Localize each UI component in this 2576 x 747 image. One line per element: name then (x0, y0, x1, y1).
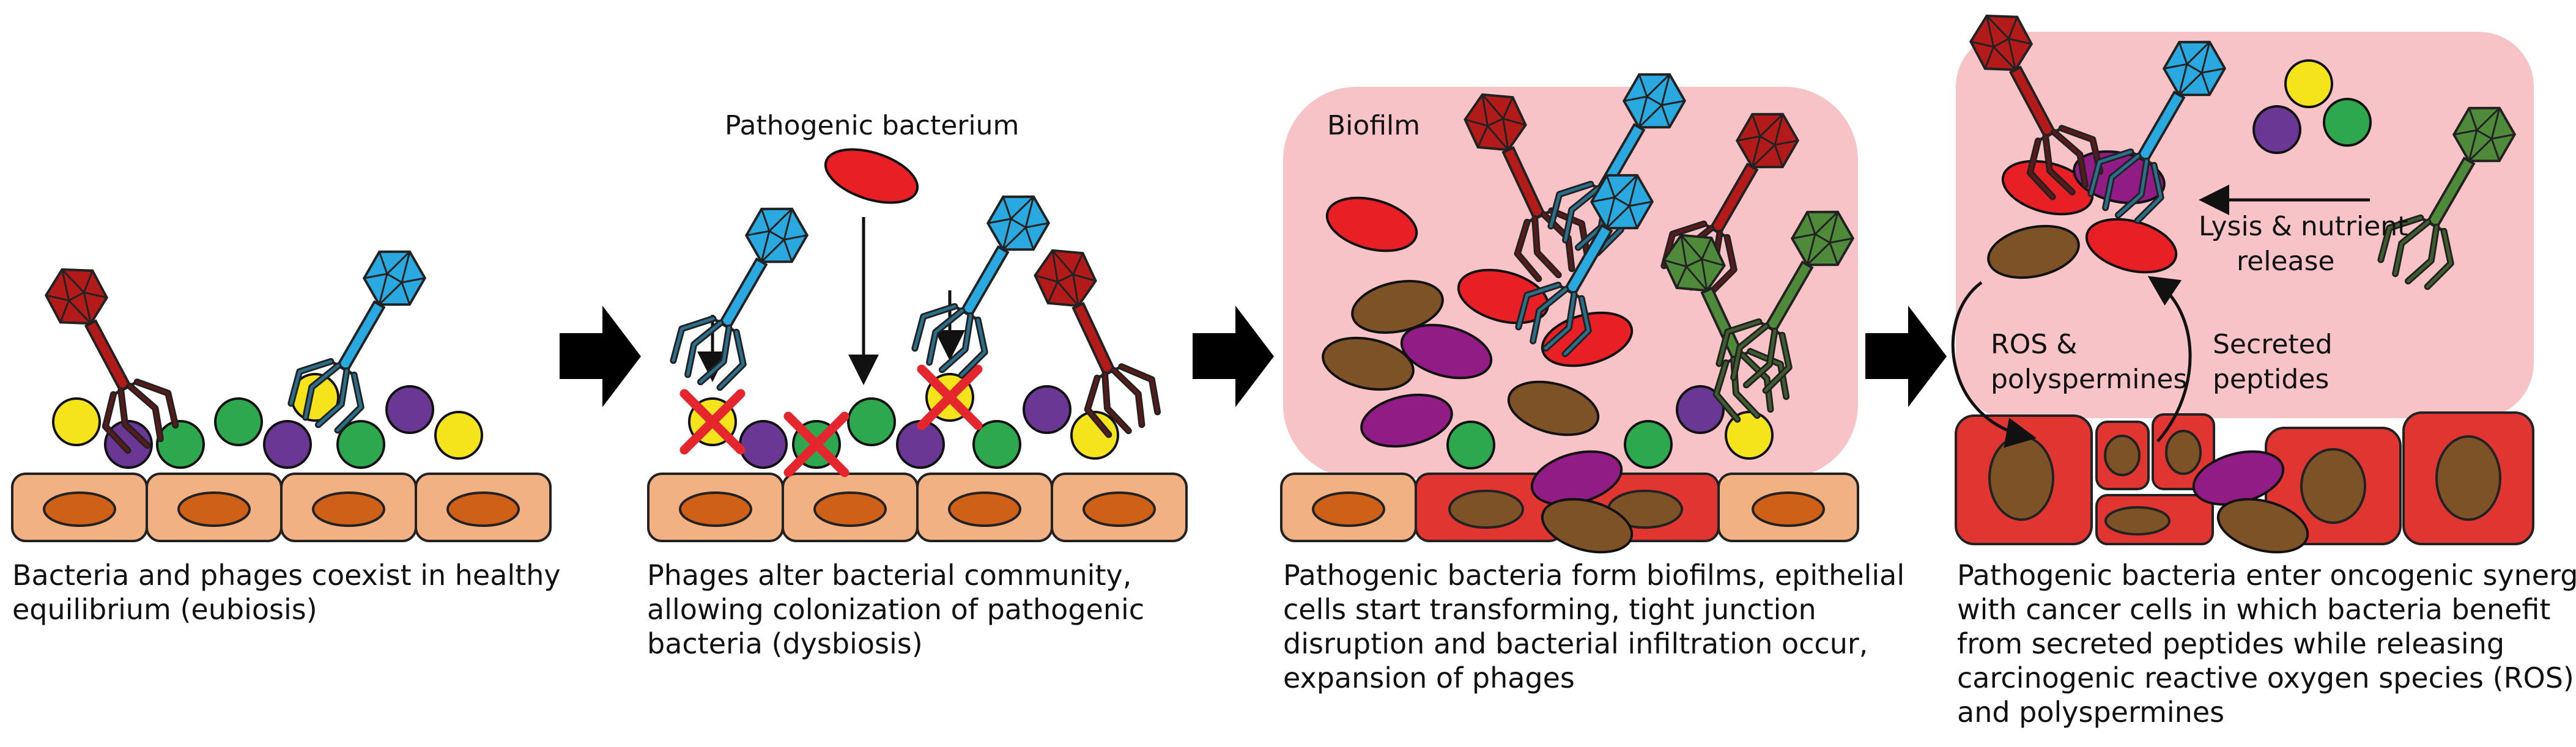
commensal-bacterium (336, 420, 385, 469)
nucleus (1988, 435, 2054, 521)
lysis-label: Lysis & nutrient (2199, 211, 2408, 242)
commensal-bacterium (847, 397, 896, 446)
caption-line: and polyspermines (1957, 696, 2224, 729)
infiltrating-bacterium (2216, 498, 2309, 554)
nucleus (1083, 491, 1156, 527)
panel-dysbiosis: Pathogenic bacterium Phages alter bacter… (647, 110, 1188, 660)
commensal-bacterium (434, 411, 483, 460)
commensal-bacterium (1023, 385, 1071, 434)
commensal-bacterium (385, 385, 434, 434)
commensal-bacterium (1725, 411, 1774, 460)
commensal-bacterium (214, 397, 263, 446)
caption-line: Phages alter bacterial community, (647, 559, 1131, 592)
caption-line: expansion of phages (1283, 661, 1575, 694)
panel-biofilm: Biofilm Pathogenic bacteria form biofilm… (1280, 57, 1904, 694)
nutrient-dot (2323, 98, 2372, 147)
caption-line: allowing colonization of pathogenic (647, 593, 1144, 626)
infiltrating-bacterium (1541, 498, 1634, 554)
biofilm-region (1956, 32, 2534, 418)
secreted-label: peptides (2213, 364, 2329, 395)
nucleus (43, 491, 116, 527)
commensal-bacterium (1676, 385, 1725, 434)
nutrient-dot (2252, 105, 2301, 154)
nucleus (948, 491, 1021, 527)
nutrient-dot (2284, 59, 2333, 108)
nucleus (1448, 490, 1524, 529)
caption-line: from secreted peptides while releasing (1957, 627, 2504, 660)
bacterium-icon (1400, 323, 1493, 380)
pathogenic-bacterium-label: Pathogenic bacterium (725, 110, 1019, 141)
bacterium-icon (1507, 380, 1600, 436)
epithelium-layer (647, 473, 1188, 542)
secreted-label: Secreted (2213, 329, 2333, 360)
nucleus (813, 491, 887, 527)
commensal-bacterium (739, 420, 788, 469)
commensal-bacterium (263, 420, 312, 469)
nucleus (2300, 448, 2366, 524)
nucleus (2104, 435, 2141, 476)
biofilm-label: Biofilm (1327, 110, 1420, 141)
commensal-bacterium (1624, 420, 1673, 469)
ros-label: ROS & (1991, 329, 2077, 360)
nucleus (2104, 506, 2171, 535)
bacterium-icon (1325, 196, 1418, 252)
phage-icon (664, 191, 823, 396)
ros-label: polyspermines (1991, 364, 2187, 395)
nucleus (312, 491, 385, 527)
nucleus (2435, 435, 2501, 521)
commensal-bacterium (156, 420, 205, 469)
block-arrow-icon (1193, 306, 1274, 407)
epithelium-layer (1280, 473, 1859, 542)
bacterium-icon (1351, 279, 1444, 334)
nucleus (177, 491, 251, 527)
bacterium-icon (1360, 393, 1453, 448)
pathogenic-bacterium-icon (824, 148, 919, 204)
nucleus (1752, 491, 1825, 527)
panel-oncogenic-synergy: Lysis & nutrient release ROS & polysperm… (1951, 0, 2576, 729)
caption-line: Pathogenic bacteria enter oncogenic syne… (1957, 559, 2576, 592)
caption-line: Bacteria and phages coexist in healthy (12, 559, 561, 592)
nucleus (2165, 430, 2202, 475)
caption-line: bacteria (dysbiosis) (647, 627, 923, 660)
block-arrow-icon (1865, 306, 1947, 407)
commensal-bacterium (1070, 411, 1119, 460)
caption-line: disruption and bacterial infiltration oc… (1283, 627, 1868, 660)
commensal-bacterium (104, 420, 153, 469)
secreted-peptides-arrow (2147, 276, 2192, 443)
bacterium-icon (1322, 336, 1415, 391)
tumor-layer (1955, 411, 2534, 545)
panel-eubiosis: Bacteria and phages coexist in healthy e… (11, 234, 561, 626)
commensal-bacterium (1446, 421, 1495, 469)
nucleus (1312, 491, 1385, 527)
commensal-bacterium (972, 420, 1021, 469)
bacterium-icon (1987, 224, 2080, 279)
nucleus (446, 491, 520, 527)
nucleus (679, 491, 752, 527)
caption-line: with cancer cells in which bacteria bene… (1957, 593, 2550, 626)
epithelium-layer (11, 473, 552, 542)
caption-line: carcinogenic reactive oxygen species (RO… (1957, 661, 2574, 694)
caption-line: equilibrium (eubiosis) (12, 593, 317, 626)
ros-arrow (1951, 281, 2037, 448)
commensal-bacterium (52, 397, 101, 446)
caption-line: Pathogenic bacteria form biofilms, epith… (1283, 559, 1904, 592)
caption-line: cells start transforming, tight junction (1283, 593, 1816, 626)
lysis-label: release (2237, 246, 2334, 277)
block-arrow-icon (560, 306, 641, 407)
